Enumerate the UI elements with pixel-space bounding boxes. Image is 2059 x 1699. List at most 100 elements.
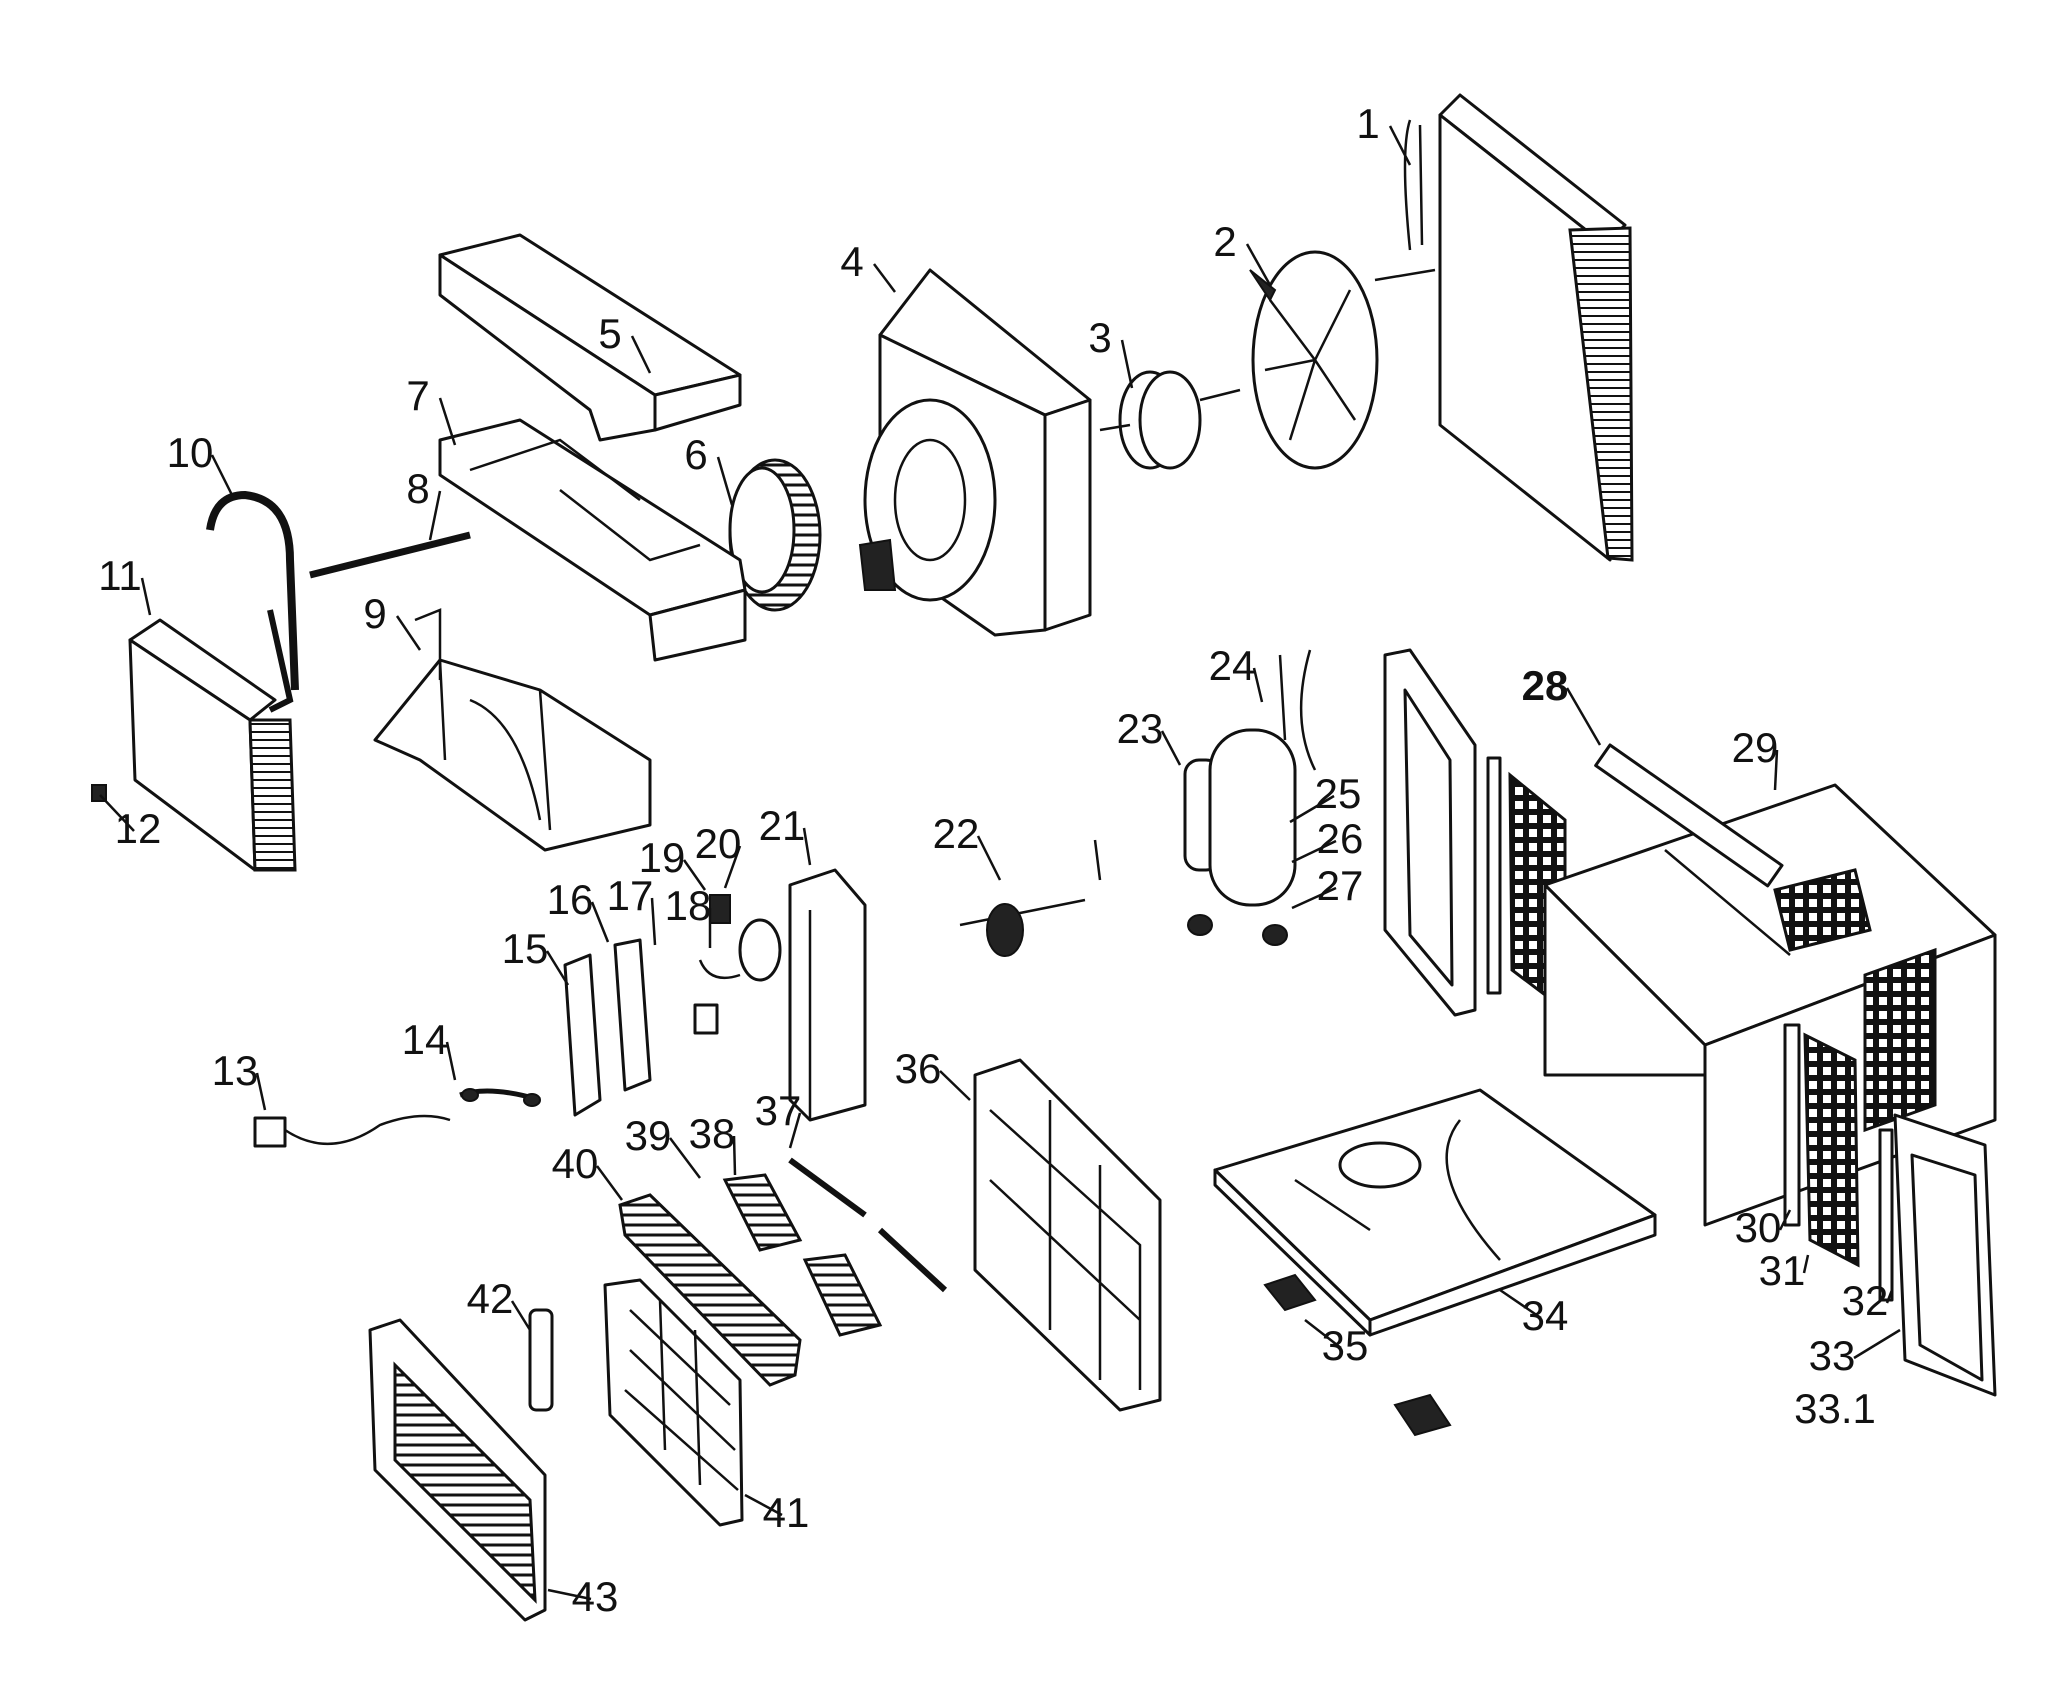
callout-26: 26 xyxy=(1317,815,1364,862)
leader-line-17 xyxy=(650,897,657,946)
leader-line-7 xyxy=(438,397,457,446)
callout-22: 22 xyxy=(933,810,980,857)
leader-line-11 xyxy=(140,577,152,616)
leader-line-34 xyxy=(1499,1288,1542,1320)
callout-23: 23 xyxy=(1117,705,1164,752)
leader-line-21 xyxy=(802,827,812,866)
control-box xyxy=(788,868,867,1122)
leader-line-9 xyxy=(395,615,422,651)
leader-line-43 xyxy=(547,1588,592,1601)
callout-21: 21 xyxy=(759,802,806,849)
motor-shaft xyxy=(309,531,471,579)
callout-17: 17 xyxy=(607,872,654,919)
callout-3: 3 xyxy=(1088,314,1111,361)
leader-line-28 xyxy=(1565,687,1602,746)
leader-line-14 xyxy=(445,1041,457,1081)
callout-24: 24 xyxy=(1209,642,1256,689)
callout-37: 37 xyxy=(755,1087,802,1134)
callout-29: 29 xyxy=(1732,724,1779,771)
air-filter xyxy=(603,1278,744,1527)
mounting-bracket xyxy=(1263,1273,1452,1437)
callout-1: 1 xyxy=(1356,100,1379,147)
leader-line-13 xyxy=(255,1072,267,1111)
callout-27: 27 xyxy=(1317,862,1364,909)
base-pan xyxy=(1213,1088,1657,1337)
blower-wheel xyxy=(728,458,822,612)
leader-line-24 xyxy=(1252,667,1264,703)
callout-25: 25 xyxy=(1315,770,1362,817)
control-knob-bracket xyxy=(528,1308,554,1412)
orifice-base xyxy=(373,608,652,852)
callout-30: 30 xyxy=(1735,1204,1782,1251)
callout-28: 28 xyxy=(1522,662,1569,709)
callout-16: 16 xyxy=(547,876,594,923)
leader-line-32 xyxy=(1885,1289,1894,1304)
callout-33.1: 33.1 xyxy=(1794,1385,1876,1432)
reversing-valve xyxy=(959,839,1102,957)
callout-4: 4 xyxy=(840,238,863,285)
compressor xyxy=(1183,649,1317,946)
callout-5: 5 xyxy=(598,310,621,357)
right-side-panels xyxy=(1783,1023,1997,1397)
callout-42: 42 xyxy=(467,1275,514,1322)
callout-33: 33 xyxy=(1809,1332,1856,1379)
callout-7: 7 xyxy=(406,372,429,419)
fan-motor xyxy=(1099,370,1241,470)
leader-line-33 xyxy=(1853,1328,1901,1360)
callout-39: 39 xyxy=(625,1112,672,1159)
callout-35: 35 xyxy=(1322,1322,1369,1369)
leader-line-4 xyxy=(873,263,896,293)
leader-line-41 xyxy=(744,1493,783,1517)
blower-scroll-housing xyxy=(438,418,747,662)
leader-line-42 xyxy=(510,1300,532,1331)
leader-line-23 xyxy=(1160,730,1182,766)
callout-36: 36 xyxy=(895,1045,942,1092)
leader-line-30 xyxy=(1778,1209,1792,1231)
callout-41: 41 xyxy=(763,1489,810,1536)
leader-line-1 xyxy=(1388,125,1412,166)
callout-9: 9 xyxy=(363,590,386,637)
callout-32: 32 xyxy=(1842,1277,1889,1324)
leader-line-20 xyxy=(723,845,742,889)
callout-13: 13 xyxy=(212,1047,259,1094)
power-cord xyxy=(253,1114,451,1148)
callout-14: 14 xyxy=(402,1016,449,1063)
switch-components xyxy=(693,894,782,1035)
leader-line-3 xyxy=(1120,339,1134,389)
leader-line-40 xyxy=(595,1165,624,1201)
leader-line-38 xyxy=(732,1135,737,1176)
leader-line-37 xyxy=(788,1112,802,1149)
condenser-fan-blade xyxy=(1249,250,1379,470)
leader-line-31 xyxy=(1802,1254,1810,1274)
leader-line-2 xyxy=(1245,243,1272,286)
outer-cabinet xyxy=(1543,743,1997,1227)
callout-31: 31 xyxy=(1759,1247,1806,1294)
discharge-vent xyxy=(618,1193,802,1387)
callout-12: 12 xyxy=(115,805,162,852)
leader-line-6 xyxy=(716,456,734,506)
leader-line-15 xyxy=(545,950,570,986)
air-louvers xyxy=(722,1173,883,1337)
leader-line-27 xyxy=(1291,886,1337,910)
leader-line-25 xyxy=(1289,794,1335,824)
leader-line-35 xyxy=(1304,1319,1342,1349)
callout-2: 2 xyxy=(1213,218,1236,265)
front-frame xyxy=(973,1058,1162,1412)
callout-11: 11 xyxy=(98,552,142,599)
refrigerant-tube xyxy=(206,490,299,713)
leader-line-36 xyxy=(939,1070,971,1101)
control-bracket xyxy=(563,938,652,1117)
leader-line-8 xyxy=(428,490,442,541)
front-grille xyxy=(368,1318,547,1622)
leader-line-16 xyxy=(590,901,610,943)
callout-38: 38 xyxy=(689,1110,736,1157)
top-cover-plate xyxy=(438,233,742,442)
callout-6: 6 xyxy=(684,431,707,478)
callout-19: 19 xyxy=(639,834,686,881)
wire-harness xyxy=(459,1088,541,1107)
leader-line-26 xyxy=(1291,839,1337,864)
leader-line-39 xyxy=(669,1137,701,1179)
louver-rods xyxy=(788,1157,948,1293)
callout-34: 34 xyxy=(1522,1292,1569,1339)
